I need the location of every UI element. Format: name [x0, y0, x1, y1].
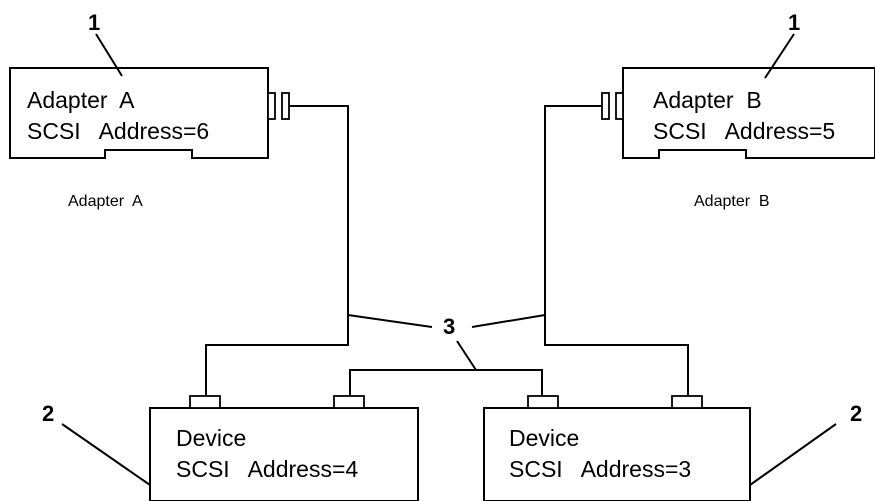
- adapter-b-card: [622, 67, 875, 159]
- adapter-b-address: SCSI Address=5: [653, 118, 835, 144]
- adapter-b-connector: [601, 92, 624, 120]
- cable-device-link: [349, 369, 543, 396]
- adapter-b-name: Adapter B: [653, 87, 762, 113]
- device-right: Device SCSI Address=3: [483, 395, 751, 501]
- callout-2-device-right: 2: [850, 401, 862, 426]
- leader-3-down: [456, 340, 477, 371]
- callout-3-cables: 3: [443, 314, 455, 339]
- cable-adapter-a: [205, 105, 349, 396]
- callout-1-adapter-a: 1: [88, 10, 100, 35]
- device-right-address: SCSI Address=3: [509, 456, 691, 482]
- adapter-a-name: Adapter A: [27, 87, 135, 113]
- adapter-b: Adapter B SCSI Address=5 Adapter B: [601, 67, 875, 210]
- scsi-cables: [205, 105, 689, 396]
- device-right-name: Device: [509, 425, 579, 451]
- leader-2-device-left: [61, 423, 151, 486]
- adapter-a-address: SCSI Address=6: [27, 118, 209, 144]
- callout-1-adapter-b: 1: [788, 10, 800, 35]
- adapter-a-card: [9, 67, 269, 159]
- leader-3-right: [471, 314, 546, 328]
- leader-1-adapter-a: [95, 33, 123, 77]
- adapter-a-caption: Adapter A: [68, 193, 143, 210]
- adapter-a-connector: [267, 92, 290, 120]
- leader-2-device-right: [749, 423, 837, 486]
- device-right-port-1: [527, 395, 559, 409]
- adapter-b-caption: Adapter B: [694, 193, 770, 210]
- device-left-port-2: [333, 395, 365, 409]
- device-left: Device SCSI Address=4: [149, 395, 419, 501]
- device-right-box: [483, 407, 751, 501]
- device-left-box: [149, 407, 419, 501]
- leader-3-left: [347, 314, 433, 328]
- callout-2-device-left: 2: [42, 401, 54, 426]
- adapter-a: Adapter A SCSI Address=6 Adapter A: [9, 67, 290, 210]
- device-left-port-1: [189, 395, 221, 409]
- device-left-address: SCSI Address=4: [176, 456, 358, 482]
- device-left-name: Device: [176, 425, 246, 451]
- device-right-port-2: [671, 395, 703, 409]
- leader-1-adapter-b: [764, 33, 795, 79]
- callouts: 1 1 2 2 3: [42, 10, 862, 486]
- cable-adapter-b: [544, 105, 689, 396]
